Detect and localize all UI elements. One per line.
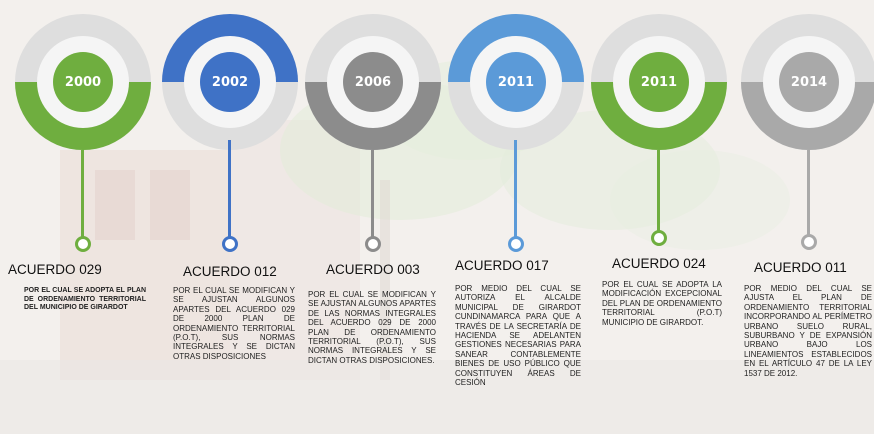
milestone-description: POR EL CUAL SE ADOPTA LA MODIFICACIÓN EX… [602, 280, 722, 327]
stem-line [228, 140, 231, 238]
milestone-2006: 2006 ACUERDO 003 POR EL CUAL SE MODIFICA… [298, 0, 448, 434]
milestone-2011-a: 2011 ACUERDO 017 POR MEDIO DEL CUAL SE A… [441, 0, 591, 434]
milestone-description: POR MEDIO DEL CUAL SE AUTORIZA EL ALCALD… [455, 284, 581, 388]
year-label: 2006 [354, 74, 392, 90]
milestone-2014: 2014 ACUERDO 011 POR MEDIO DEL CUAL SE A… [734, 0, 874, 434]
milestone-description: POR EL CUAL SE MODIFICAN Y SE AJUSTAN AL… [173, 286, 295, 361]
year-label: 2000 [64, 74, 102, 90]
ring-icon [591, 14, 727, 150]
stem-line [657, 150, 660, 232]
year-disc: 2014 [739, 12, 874, 152]
milestone-description: POR EL CUAL SE MODIFICAN Y SE AJUSTAN AL… [308, 290, 436, 365]
year-disc: 2011 [446, 12, 586, 152]
timeline-node [75, 236, 91, 252]
timeline-node [508, 236, 524, 252]
milestone-title: ACUERDO 012 [183, 264, 277, 279]
milestone-2000: 2000 ACUERDO 029 POR EL CUAL SE ADOPTA E… [8, 0, 158, 434]
milestone-description: POR MEDIO DEL CUAL SE AJUSTA EL PLAN DE … [744, 284, 872, 378]
timeline-node [801, 234, 817, 250]
milestone-2011-b: 2011 ACUERDO 024 POR EL CUAL SE ADOPTA L… [584, 0, 734, 434]
ring-icon [741, 14, 874, 150]
stem-line [514, 140, 517, 238]
year-label: 2002 [211, 74, 249, 90]
ring-icon [162, 14, 298, 150]
milestone-description: POR EL CUAL SE ADOPTA EL PLAN DE ORDENAM… [24, 287, 146, 311]
year-label: 2011 [497, 74, 535, 90]
year-disc: 2000 [13, 12, 153, 152]
ring-icon [305, 14, 441, 150]
year-disc: 2011 [589, 12, 729, 152]
stem-line [371, 150, 374, 238]
year-disc: 2006 [303, 12, 443, 152]
timeline-node [222, 236, 238, 252]
milestone-2002: 2002 ACUERDO 012 POR EL CUAL SE MODIFICA… [155, 0, 305, 434]
milestone-title: ACUERDO 017 [455, 258, 549, 273]
milestone-title: ACUERDO 024 [612, 256, 706, 271]
year-label: 2014 [790, 74, 828, 90]
stem-line [81, 150, 84, 238]
ring-icon [15, 14, 151, 150]
year-disc: 2002 [160, 12, 300, 152]
timeline-node [651, 230, 667, 246]
stem-line [807, 150, 810, 236]
milestone-title: ACUERDO 003 [326, 262, 420, 277]
ring-icon [448, 14, 584, 150]
milestone-title: ACUERDO 011 [754, 260, 847, 275]
year-label: 2011 [640, 74, 678, 90]
timeline-node [365, 236, 381, 252]
milestone-title: ACUERDO 029 [8, 262, 102, 277]
